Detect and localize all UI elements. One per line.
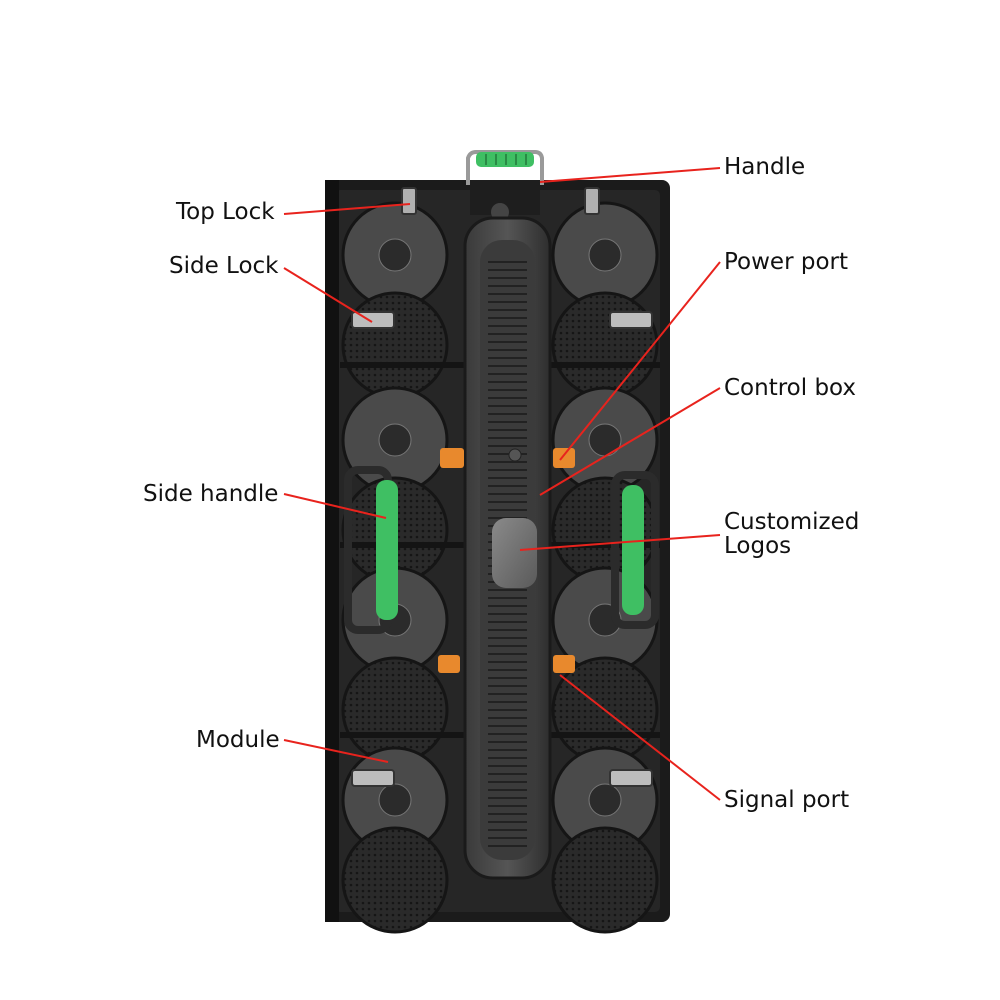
module-panel <box>551 291 659 399</box>
label-power-port: Power port <box>724 249 848 275</box>
label-handle: Handle <box>724 154 806 180</box>
label-customized-logos-line2: Logos <box>724 533 792 559</box>
module-hub <box>588 783 622 817</box>
label-module: Module <box>196 727 280 753</box>
module-hub <box>588 423 622 457</box>
top-handle <box>466 150 544 221</box>
module-panel <box>341 826 449 934</box>
module-panel <box>341 291 449 399</box>
label-control-box: Control box <box>724 375 857 401</box>
module-hub <box>378 238 412 272</box>
leader-top-lock <box>283 203 411 215</box>
module-hub <box>378 783 412 817</box>
side-handle-right <box>611 471 659 629</box>
module-panel <box>551 826 659 934</box>
leader-side-handle <box>283 493 387 519</box>
label-customized-logos: Customized Logos <box>724 510 859 558</box>
leader-module <box>283 739 389 763</box>
leader-handle <box>539 167 721 183</box>
top-locks <box>401 187 600 215</box>
leader-power-port <box>559 261 721 461</box>
leader-lines <box>283 167 721 801</box>
leader-signal-port <box>559 674 721 801</box>
side-handle-left <box>344 466 398 634</box>
label-customized-logos-line1: Customized <box>724 509 860 535</box>
leader-control-box <box>539 387 721 496</box>
label-top-lock: Top Lock <box>176 199 275 225</box>
leader-logos <box>519 534 721 551</box>
label-side-handle: Side handle <box>143 481 279 507</box>
label-side-lock: Side Lock <box>169 253 279 279</box>
label-signal-port: Signal port <box>724 787 850 813</box>
signal-ports <box>438 655 575 673</box>
module-hub <box>378 423 412 457</box>
module-panel <box>341 656 449 764</box>
power-ports <box>440 448 575 468</box>
module-hub <box>588 238 622 272</box>
leader-side-lock <box>283 267 373 323</box>
logo-plate <box>492 518 537 588</box>
